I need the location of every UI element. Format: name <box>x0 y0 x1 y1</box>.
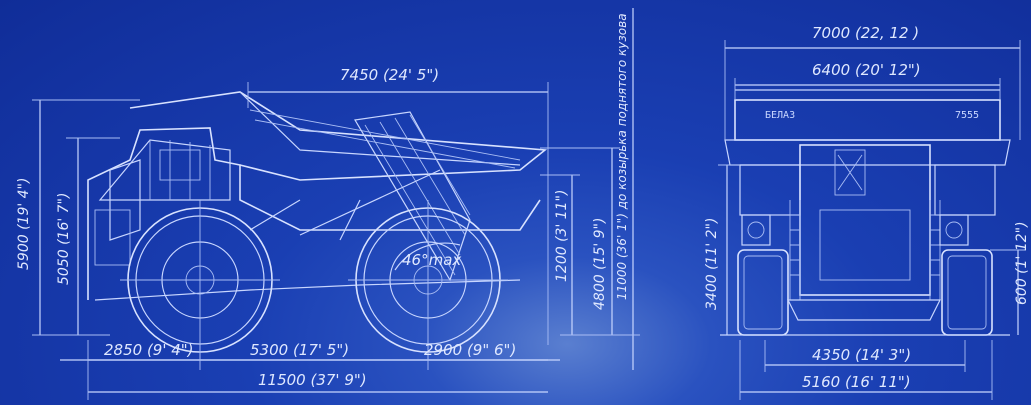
side-view-truck <box>60 91 560 361</box>
dim-height-total: 5900 (19' 4") <box>16 178 32 270</box>
badge-left: БЕЛАЗ <box>765 110 795 121</box>
dim-front-overhang: 2850 (9' 4") <box>104 341 194 359</box>
dim-height-body: 3400 (11' 2") <box>704 218 720 310</box>
side-view-labels: 7450 (24' 5") 5900 (19' 4") 5050 (16' 7"… <box>16 13 629 389</box>
dim-dump-angle: 46°max <box>402 251 461 269</box>
side-view-dimensions <box>32 8 640 400</box>
dim-width-total: 7000 (22, 12 ) <box>812 24 919 42</box>
front-view-truck: БЕЛАЗ 7555 <box>720 89 1011 336</box>
dim-height-dumped: 11000 (36' 1") до козырька поднятого куз… <box>615 13 629 300</box>
dim-total-length: 11500 (37' 9") <box>258 371 367 389</box>
dim-tire-width: 5160 (16' 11") <box>802 373 911 391</box>
front-view-dimensions <box>718 40 1025 400</box>
dim-width-body: 6400 (20' 12") <box>812 61 921 79</box>
front-view-labels: 7000 (22, 12 ) 6400 (20' 12") 3400 (11' … <box>704 24 1030 391</box>
dim-track: 4350 (14' 3") <box>812 346 911 364</box>
dim-rear-overhang: 2900 (9" 6") <box>424 341 516 359</box>
dim-bed-height: 1200 (3' 11") <box>554 190 570 282</box>
dim-ground-clearance: 600 (1' 12") <box>1014 221 1030 305</box>
dim-height-loaded: 4800 (15' 9") <box>592 218 608 310</box>
dim-height-cab: 5050 (16' 7") <box>56 193 72 285</box>
dim-top-length: 7450 (24' 5") <box>340 66 439 84</box>
dim-wheelbase: 5300 (17' 5") <box>250 341 349 359</box>
badge-right: 7555 <box>955 110 979 121</box>
